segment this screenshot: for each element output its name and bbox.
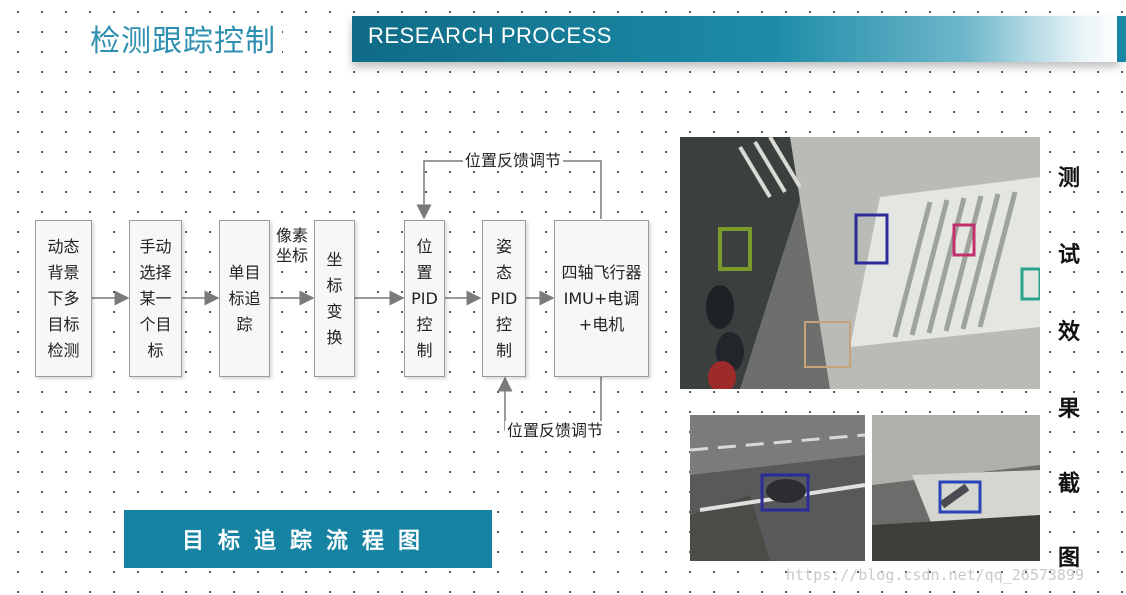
test-image-small-right [872,415,1040,561]
test-image-small-left [690,415,865,561]
test-image-main [680,137,1040,389]
side-title-char: 测 [1054,160,1084,192]
feedback-top-label: 位置反馈调节 [463,151,563,171]
side-title-char: 果 [1054,391,1084,423]
flow-box-quadcopter: 四轴飞行器 IMU+电调 +电机 [554,220,649,377]
watermark-url: https://blog.csdn.net/qq_26573899 [786,566,1084,584]
flow-box-coord-transform: 坐 标 变 换 [314,220,355,377]
caption-text: 目标追踪流程图 [124,510,492,568]
flow-box-select-target: 手动 选择 某一 个目 标 [129,220,182,377]
side-title-char: 效 [1054,314,1084,346]
side-title-char: 试 [1054,237,1084,269]
feedback-bottom-label: 位置反馈调节 [505,421,605,441]
pixel-coord-label: 像素 坐标 [276,226,308,266]
flow-box-position-pid: 位 置 PID 控 制 [404,220,445,377]
flow-box-attitude-pid: 姿 态 PID 控 制 [482,220,526,377]
flow-box-tracking: 单目 标追 踪 [219,220,270,377]
side-title-char: 截 [1054,466,1084,498]
flow-box-detection: 动态 背景 下多 目标 检测 [35,220,92,377]
